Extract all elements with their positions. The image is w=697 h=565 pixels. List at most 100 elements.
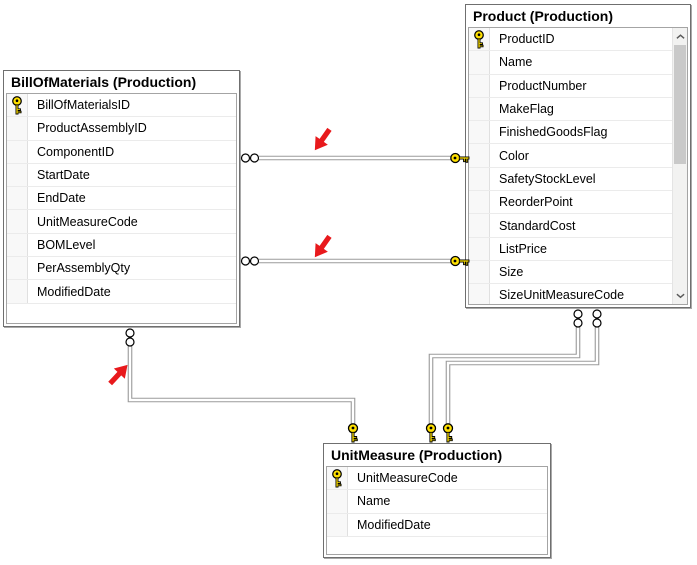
column-row[interactable]: UnitMeasureCode bbox=[7, 210, 236, 234]
column-row[interactable]: MakeFlag bbox=[469, 97, 672, 122]
key-cell bbox=[7, 257, 28, 280]
key-cell bbox=[469, 51, 490, 74]
column-row[interactable]: Size bbox=[469, 260, 672, 285]
one-side-key-icon bbox=[442, 423, 454, 443]
relationship-bom-unitmeasure[interactable] bbox=[125, 328, 359, 443]
column-name: Name bbox=[357, 494, 391, 509]
table-product[interactable]: Product (Production) ProductID Name Prod… bbox=[465, 4, 691, 308]
relationship-bom-product-2[interactable] bbox=[240, 255, 470, 267]
many-side-infinity-icon bbox=[592, 309, 602, 328]
red-arrow-annotation-2 bbox=[308, 232, 336, 262]
key-cell bbox=[469, 167, 490, 191]
column-name: PerAssemblyQty bbox=[37, 261, 131, 276]
table-title[interactable]: UnitMeasure (Production) bbox=[331, 447, 503, 463]
column-row[interactable]: StandardCost bbox=[469, 214, 672, 238]
key-cell bbox=[469, 214, 490, 237]
vertical-scrollbar[interactable] bbox=[672, 28, 687, 304]
table-billofmaterials[interactable]: BillOfMaterials (Production) BillOfMater… bbox=[3, 70, 240, 327]
key-cell bbox=[469, 28, 490, 51]
column-name: ProductAssemblyID bbox=[37, 121, 147, 136]
column-name: ProductID bbox=[499, 32, 555, 47]
column-name: Name bbox=[499, 55, 533, 70]
primary-key-icon bbox=[332, 468, 342, 488]
key-cell bbox=[7, 187, 28, 210]
table-unitmeasure[interactable]: UnitMeasure (Production) UnitMeasureCode… bbox=[323, 443, 551, 558]
relationship-bom-product-1[interactable] bbox=[240, 152, 470, 164]
key-cell bbox=[469, 144, 490, 167]
scroll-up-icon bbox=[675, 33, 685, 39]
key-cell bbox=[469, 191, 490, 214]
scrollbar-thumb[interactable] bbox=[674, 45, 686, 164]
key-cell bbox=[469, 74, 490, 97]
key-cell bbox=[7, 233, 28, 257]
primary-key-icon bbox=[12, 95, 22, 115]
key-cell bbox=[469, 237, 490, 260]
column-name: ModifiedDate bbox=[357, 517, 431, 532]
column-name: StandardCost bbox=[499, 218, 576, 233]
red-arrow-annotation-1 bbox=[308, 125, 336, 155]
key-cell bbox=[469, 284, 490, 304]
column-grid: ProductID Name ProductNumber MakeFlag Fi… bbox=[468, 27, 688, 305]
key-cell bbox=[7, 163, 28, 187]
column-name: ReorderPoint bbox=[499, 195, 573, 210]
column-name: SizeUnitMeasureCode bbox=[499, 288, 625, 303]
column-row[interactable]: ReorderPoint bbox=[469, 191, 672, 215]
many-side-infinity-icon bbox=[240, 256, 260, 266]
red-arrow-annotation-3 bbox=[104, 359, 134, 389]
column-row[interactable]: ProductAssemblyID bbox=[7, 117, 236, 141]
key-cell bbox=[7, 94, 28, 117]
column-name: ComponentID bbox=[37, 144, 115, 159]
scroll-up-button[interactable] bbox=[673, 28, 687, 45]
column-row[interactable]: ProductNumber bbox=[469, 74, 672, 98]
column-row[interactable]: Color bbox=[469, 144, 672, 168]
key-cell bbox=[327, 467, 348, 490]
key-cell bbox=[469, 97, 490, 121]
column-name: BillOfMaterialsID bbox=[37, 98, 131, 113]
column-row[interactable]: SafetyStockLevel bbox=[469, 167, 672, 192]
column-row[interactable]: BillOfMaterialsID bbox=[7, 94, 236, 118]
many-side-infinity-icon bbox=[240, 153, 260, 163]
column-row[interactable]: BOMLevel bbox=[7, 233, 236, 258]
column-row[interactable]: FinishedGoodsFlag bbox=[469, 121, 672, 145]
table-title[interactable]: Product (Production) bbox=[473, 8, 613, 24]
one-side-key-icon bbox=[425, 423, 437, 443]
column-row[interactable]: ListPrice bbox=[469, 237, 672, 261]
key-cell bbox=[327, 513, 348, 536]
column-row[interactable]: Name bbox=[469, 51, 672, 75]
table-title[interactable]: BillOfMaterials (Production) bbox=[11, 74, 197, 90]
relationship-product-unitmeasure-2[interactable] bbox=[442, 309, 602, 443]
column-row[interactable]: ModifiedDate bbox=[7, 280, 236, 304]
column-name: EndDate bbox=[37, 191, 86, 206]
key-cell bbox=[469, 260, 490, 284]
many-side-infinity-icon bbox=[573, 309, 583, 328]
column-name: ProductNumber bbox=[499, 78, 587, 93]
column-row[interactable]: EndDate bbox=[7, 187, 236, 211]
column-name: ModifiedDate bbox=[37, 284, 111, 299]
relationship-product-unitmeasure-1[interactable] bbox=[425, 309, 583, 443]
column-row[interactable]: UnitMeasureCode bbox=[327, 467, 547, 491]
column-row[interactable]: ModifiedDate bbox=[327, 513, 547, 537]
column-row[interactable]: ComponentID bbox=[7, 140, 236, 164]
key-cell bbox=[327, 490, 348, 513]
column-row[interactable]: SizeUnitMeasureCode bbox=[469, 284, 672, 304]
column-row[interactable]: StartDate bbox=[7, 163, 236, 188]
column-name: StartDate bbox=[37, 168, 90, 183]
key-cell bbox=[7, 280, 28, 303]
column-name: Size bbox=[499, 265, 524, 280]
column-name: UnitMeasureCode bbox=[37, 214, 138, 229]
many-side-infinity-icon bbox=[125, 328, 135, 347]
scroll-down-icon bbox=[675, 293, 685, 298]
key-cell bbox=[7, 117, 28, 140]
column-row[interactable]: ProductID bbox=[469, 28, 672, 52]
primary-key-icon bbox=[474, 29, 484, 49]
column-grid: BillOfMaterialsID ProductAssemblyID Comp… bbox=[6, 93, 237, 324]
column-name: SafetyStockLevel bbox=[499, 171, 596, 186]
column-row[interactable]: PerAssemblyQty bbox=[7, 257, 236, 281]
column-name: UnitMeasureCode bbox=[357, 471, 458, 486]
column-row[interactable]: Name bbox=[327, 490, 547, 514]
key-cell bbox=[7, 210, 28, 233]
key-cell bbox=[469, 121, 490, 144]
scroll-down-button[interactable] bbox=[673, 287, 687, 304]
column-name: Color bbox=[499, 148, 529, 163]
